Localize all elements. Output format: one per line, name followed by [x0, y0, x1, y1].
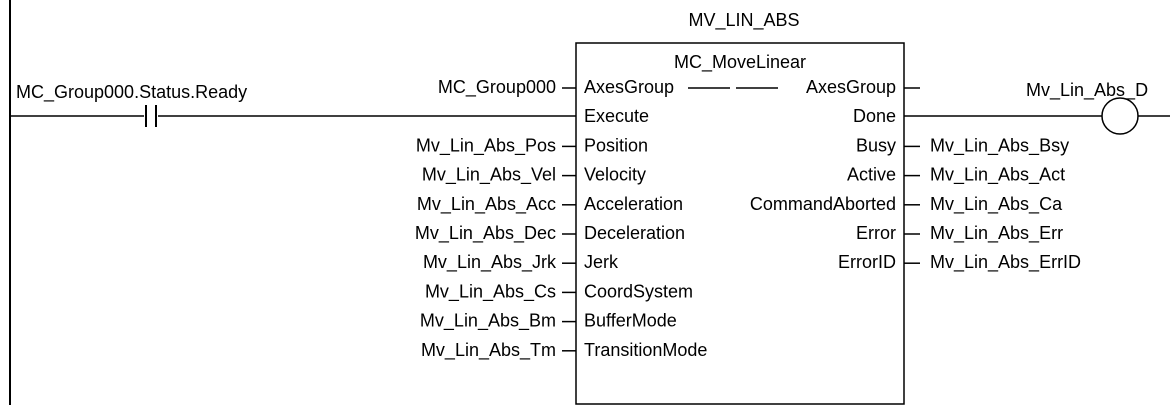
input-variable: Mv_Lin_Abs_Pos [416, 135, 556, 156]
input-variable: Mv_Lin_Abs_Jrk [423, 252, 557, 273]
input-pin-velocity: Velocity [584, 165, 646, 185]
contact-label: MC_Group000.Status.Ready [16, 82, 247, 103]
input-pin-position: Position [584, 135, 648, 155]
input-pin-axesgroup: AxesGroup [584, 77, 674, 97]
output-pin-axesgroup: AxesGroup [806, 77, 896, 97]
output-pin-errorid: ErrorID [838, 252, 896, 272]
input-variable: Mv_Lin_Abs_Tm [421, 340, 556, 361]
output-pin-done: Done [853, 106, 896, 126]
input-variable: Mv_Lin_Abs_Acc [417, 194, 556, 215]
input-variable: Mv_Lin_Abs_Vel [422, 165, 556, 186]
output-pin-commandaborted: CommandAborted [750, 194, 896, 214]
output-variable: Mv_Lin_Abs_Act [930, 165, 1065, 186]
output-pin-error: Error [856, 223, 896, 243]
function-block [575, 42, 905, 405]
output-variable: Mv_Lin_Abs_Bsy [930, 135, 1069, 156]
normally-open-contact [145, 105, 157, 127]
input-variable: Mv_Lin_Abs_Dec [415, 223, 556, 244]
output-variable: Mv_Lin_Abs_Ca [930, 194, 1063, 215]
output-pin-busy: Busy [856, 135, 896, 155]
input-variable: Mv_Lin_Abs_Bm [420, 311, 556, 332]
input-pin-execute: Execute [584, 106, 649, 126]
input-pin-transitionmode: TransitionMode [584, 340, 707, 360]
input-pin-coordsystem: CoordSystem [584, 281, 693, 301]
fb-type-name: MC_MoveLinear [674, 52, 806, 73]
input-variable: MC_Group000 [438, 77, 556, 98]
input-pin-deceleration: Deceleration [584, 223, 685, 243]
input-pin-acceleration: Acceleration [584, 194, 683, 214]
output-variable: Mv_Lin_Abs_ErrID [930, 252, 1081, 273]
input-pin-jerk: Jerk [584, 252, 619, 272]
output-coil [1101, 97, 1139, 135]
coil-label: Mv_Lin_Abs_D [1026, 80, 1148, 101]
input-pin-buffermode: BufferMode [584, 311, 677, 331]
input-variable: Mv_Lin_Abs_Cs [425, 281, 556, 302]
output-variable: Mv_Lin_Abs_Err [930, 223, 1063, 244]
fb-instance-name: MV_LIN_ABS [688, 10, 799, 31]
output-pin-active: Active [847, 165, 896, 185]
